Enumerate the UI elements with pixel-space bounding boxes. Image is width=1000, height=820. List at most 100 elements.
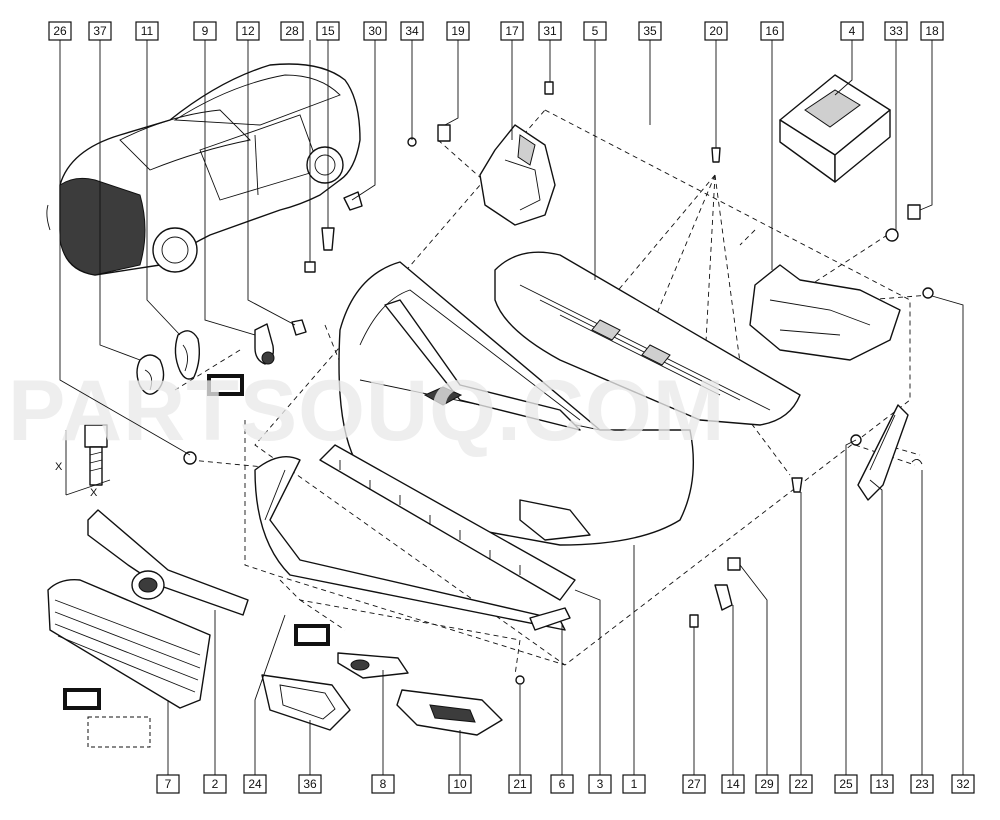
callout-37[interactable]: 37 [88, 21, 112, 41]
bolt-detail: X X [55, 424, 111, 499]
callout-number: 35 [643, 24, 657, 38]
callout-box[interactable] [371, 774, 395, 794]
callout-box[interactable] [298, 774, 322, 794]
callout-number: 7 [165, 777, 172, 791]
callout-27[interactable]: 27 [682, 774, 706, 794]
callout-box[interactable] [920, 21, 944, 41]
callout-4[interactable]: 4 [840, 21, 864, 41]
callout-box[interactable] [500, 21, 524, 41]
callout-box[interactable] [48, 21, 72, 41]
vehicle-illustration [46, 63, 361, 276]
callout-20[interactable]: 20 [704, 21, 728, 41]
callout-28[interactable]: 28 [280, 21, 304, 41]
callout-box[interactable] [236, 21, 260, 41]
callout-box[interactable] [789, 774, 813, 794]
callout-24[interactable]: 24 [243, 774, 267, 794]
callout-box[interactable] [760, 21, 784, 41]
screw-28 [304, 40, 316, 273]
callout-box[interactable] [280, 21, 304, 41]
callout-11[interactable]: 11 [135, 21, 159, 41]
callout-box[interactable] [755, 774, 779, 794]
screw-31 [544, 81, 554, 95]
callout-number: 8 [380, 777, 387, 791]
callout-9[interactable]: 9 [193, 21, 217, 41]
callout-box[interactable] [550, 774, 574, 794]
callout-number: 10 [453, 777, 467, 791]
callout-number: 16 [765, 24, 779, 38]
fasteners: X X [55, 40, 934, 685]
callout-30[interactable]: 30 [363, 21, 387, 41]
callout-box[interactable] [870, 774, 894, 794]
callout-15[interactable]: 15 [316, 21, 340, 41]
bracket-14 [714, 584, 733, 611]
callout-number: 22 [794, 777, 808, 791]
callout-box[interactable] [910, 774, 934, 794]
callout-14[interactable]: 14 [721, 774, 745, 794]
callout-number: 19 [451, 24, 465, 38]
callout-29[interactable]: 29 [755, 774, 779, 794]
nut-26 [183, 451, 197, 465]
clip-29 [727, 557, 741, 571]
callout-box[interactable] [363, 21, 387, 41]
callout-number: 9 [202, 24, 209, 38]
callout-box[interactable] [583, 21, 607, 41]
callout-5[interactable]: 5 [583, 21, 607, 41]
callout-box[interactable] [135, 21, 159, 41]
callout-31[interactable]: 31 [538, 21, 562, 41]
callout-box[interactable] [400, 21, 424, 41]
callout-box[interactable] [622, 774, 646, 794]
callout-2[interactable]: 2 [203, 774, 227, 794]
clip-15 [321, 227, 335, 251]
callout-box[interactable] [884, 21, 908, 41]
callout-33[interactable]: 33 [884, 21, 908, 41]
callout-35[interactable]: 35 [638, 21, 662, 41]
callout-box[interactable] [156, 774, 180, 794]
callout-number: 31 [543, 24, 557, 38]
callout-25[interactable]: 25 [834, 774, 858, 794]
clip-19 [437, 124, 451, 142]
callout-box[interactable] [203, 774, 227, 794]
callout-box[interactable] [316, 21, 340, 41]
callout-23[interactable]: 23 [910, 774, 934, 794]
callout-box[interactable] [243, 774, 267, 794]
callout-number: 2 [212, 777, 219, 791]
callout-32[interactable]: 32 [951, 774, 975, 794]
callout-17[interactable]: 17 [500, 21, 524, 41]
callout-box[interactable] [834, 774, 858, 794]
callout-10[interactable]: 10 [448, 774, 472, 794]
callout-number: 24 [248, 777, 262, 791]
callout-box[interactable] [840, 21, 864, 41]
callout-36[interactable]: 36 [298, 774, 322, 794]
callout-13[interactable]: 13 [870, 774, 894, 794]
callout-box[interactable] [721, 774, 745, 794]
callout-6[interactable]: 6 [550, 774, 574, 794]
callout-19[interactable]: 19 [446, 21, 470, 41]
callout-3[interactable]: 3 [588, 774, 612, 794]
callout-box[interactable] [88, 21, 112, 41]
callout-34[interactable]: 34 [400, 21, 424, 41]
callout-16[interactable]: 16 [760, 21, 784, 41]
wiring-harness-parts [136, 319, 307, 396]
callout-box[interactable] [638, 21, 662, 41]
callout-number: 20 [709, 24, 723, 38]
callout-1[interactable]: 1 [622, 774, 646, 794]
callout-21[interactable]: 21 [508, 774, 532, 794]
callout-box[interactable] [951, 774, 975, 794]
callout-box[interactable] [682, 774, 706, 794]
callout-box[interactable] [448, 774, 472, 794]
callout-box[interactable] [538, 21, 562, 41]
callout-22[interactable]: 22 [789, 774, 813, 794]
callout-26[interactable]: 26 [48, 21, 72, 41]
pin-22 [791, 477, 803, 493]
callout-box[interactable] [193, 21, 217, 41]
callout-box[interactable] [508, 774, 532, 794]
callout-box[interactable] [704, 21, 728, 41]
callout-box[interactable] [446, 21, 470, 41]
callout-number: 15 [321, 24, 335, 38]
callout-8[interactable]: 8 [371, 774, 395, 794]
callout-18[interactable]: 18 [920, 21, 944, 41]
callout-12[interactable]: 12 [236, 21, 260, 41]
callout-7[interactable]: 7 [156, 774, 180, 794]
callout-box[interactable] [588, 774, 612, 794]
